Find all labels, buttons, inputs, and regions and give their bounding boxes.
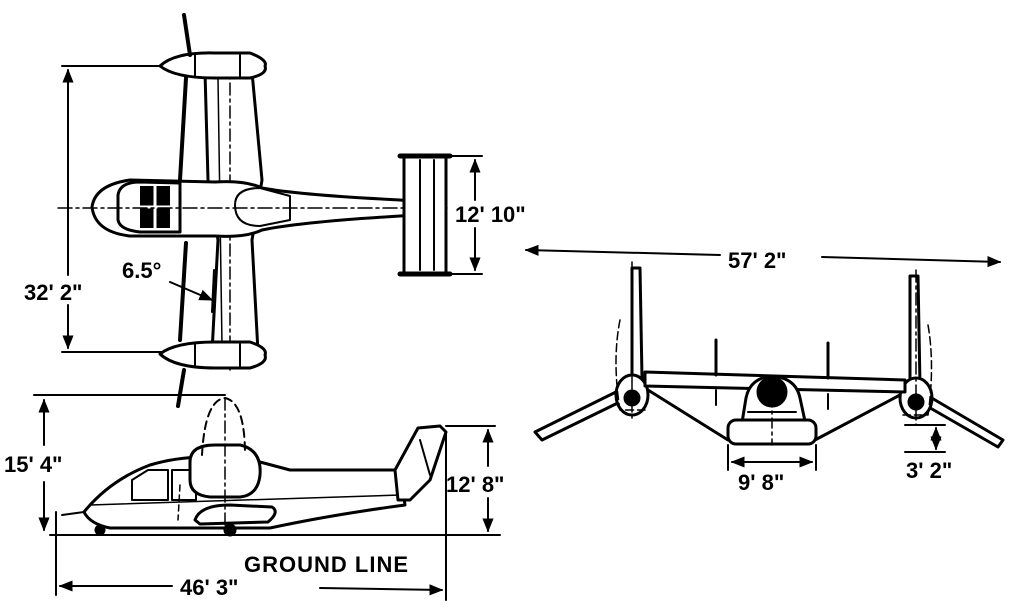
length-label: 46' 3" [180,575,238,600]
front-rotor-blades [533,266,1005,449]
top-nacelle-left [158,51,267,80]
track-dimension [727,444,817,471]
top-tailplane [397,153,453,277]
top-nacelle-right [158,340,267,370]
span-label: 32' 2" [24,280,82,305]
tail-height-label: 12' 8" [446,472,504,497]
top-rotor-blades [176,13,192,408]
tail-span-dimension [447,155,483,275]
length-dimension [55,431,447,601]
side-vertical-tail [393,424,448,502]
width-label: 57' 2" [728,248,786,273]
height-dimension [33,394,226,532]
side-nacelle [177,397,262,526]
clearance-label: 3' 2" [906,458,952,483]
width-dimension [524,244,1002,268]
height-label: 15' 4" [4,452,62,477]
front-fuselage [726,374,818,446]
incidence-indicator [169,269,215,313]
front-view [524,244,1005,471]
side-view [33,394,501,601]
ground-line-label: GROUND LINE [244,552,409,577]
incidence-label: 6.5° [122,258,161,283]
span-dimension [61,65,166,353]
top-view [57,13,483,408]
tail-height-dimension [445,425,496,533]
clearance-dimension [904,424,946,453]
track-label: 9' 8" [738,470,784,495]
tail-span-label: 12' 10" [455,202,526,227]
front-nacelles [614,261,934,426]
top-fuselage [57,178,451,238]
